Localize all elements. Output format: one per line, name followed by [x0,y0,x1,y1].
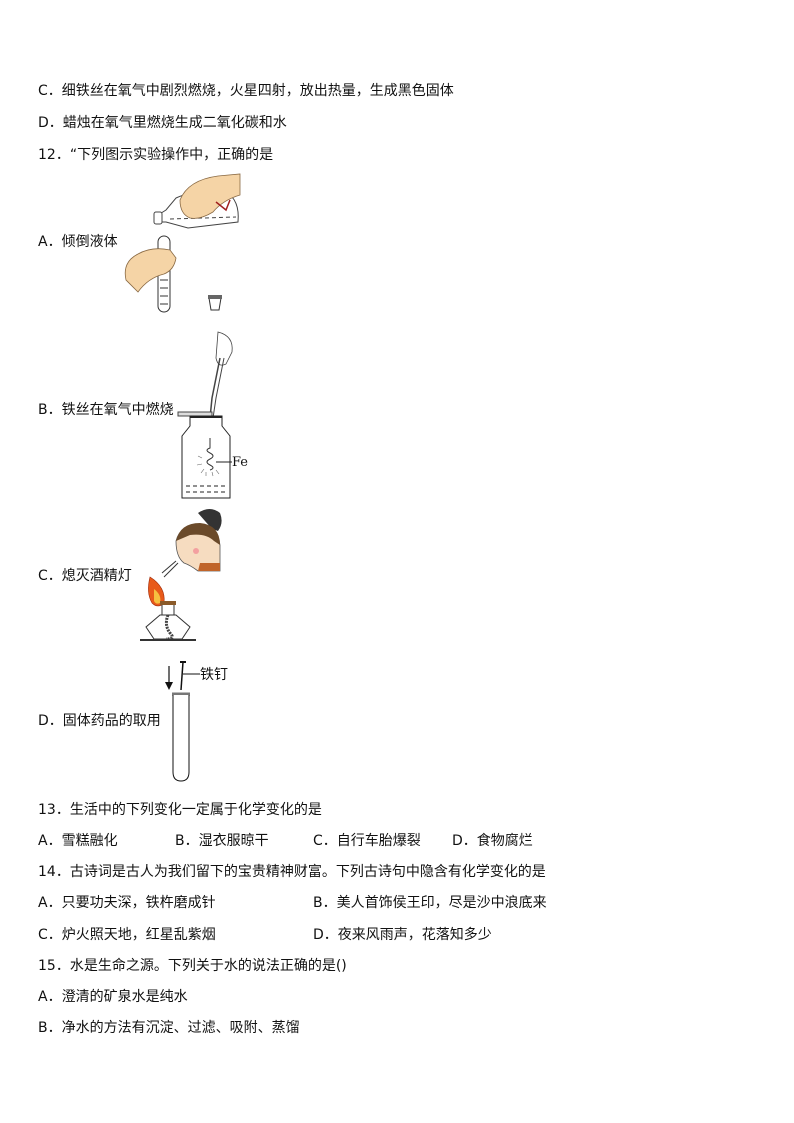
q14-option-a: A．只要功夫深，铁杵磨成针 [38,895,216,911]
q13-option-b: B．湿衣服晾干 [175,833,269,849]
extinguish-alcohol-lamp-figure [140,509,222,641]
q13-option-a: A．雪糕融化 [38,833,118,849]
q15-stem: 15．水是生命之源。下列关于水的说法正确的是() [38,958,347,974]
q13-option-d: D．食物腐烂 [452,833,533,849]
q12-stem: 12．“下列图示实验操作中，正确的是 [38,147,274,163]
pouring-liquid-figure [124,173,241,313]
q13-stem: 13．生活中的下列变化一定属于化学变化的是 [38,802,322,818]
q15-option-b: B．净水的方法有沉淀、过滤、吸附、蒸馏 [38,1020,300,1036]
q12-option-d-label: D．固体药品的取用 [38,713,161,729]
q12-option-c-label: C．熄灭酒精灯 [38,568,132,584]
q11-option-d: D．蜡烛在氧气里燃烧生成二氧化碳和水 [38,115,287,131]
q14-option-b: B．美人首饰侯王印，尽是沙中浪底来 [313,895,547,911]
iron-wire-burning-figure [177,331,233,499]
q12-option-b-label: B．铁丝在氧气中燃烧 [38,402,174,418]
q12-option-a-label: A．倾倒液体 [38,234,118,250]
fe-label: Fe [232,455,249,470]
q13-option-c: C．自行车胎爆裂 [313,833,421,849]
q14-stem: 14．古诗词是古人为我们留下的宝贵精神财富。下列古诗句中隐含有化学变化的是 [38,864,546,880]
solid-reagent-figure [165,661,200,782]
nail-label: 铁钉 [200,667,228,683]
q14-option-c: C．炉火照天地，红星乱紫烟 [38,927,216,943]
q14-option-d: D．夜来风雨声，花落知多少 [313,927,492,943]
q15-option-a: A．澄清的矿泉水是纯水 [38,989,188,1005]
q11-option-c: C．细铁丝在氧气中剧烈燃烧，火星四射，放出热量，生成黑色固体 [38,83,454,99]
